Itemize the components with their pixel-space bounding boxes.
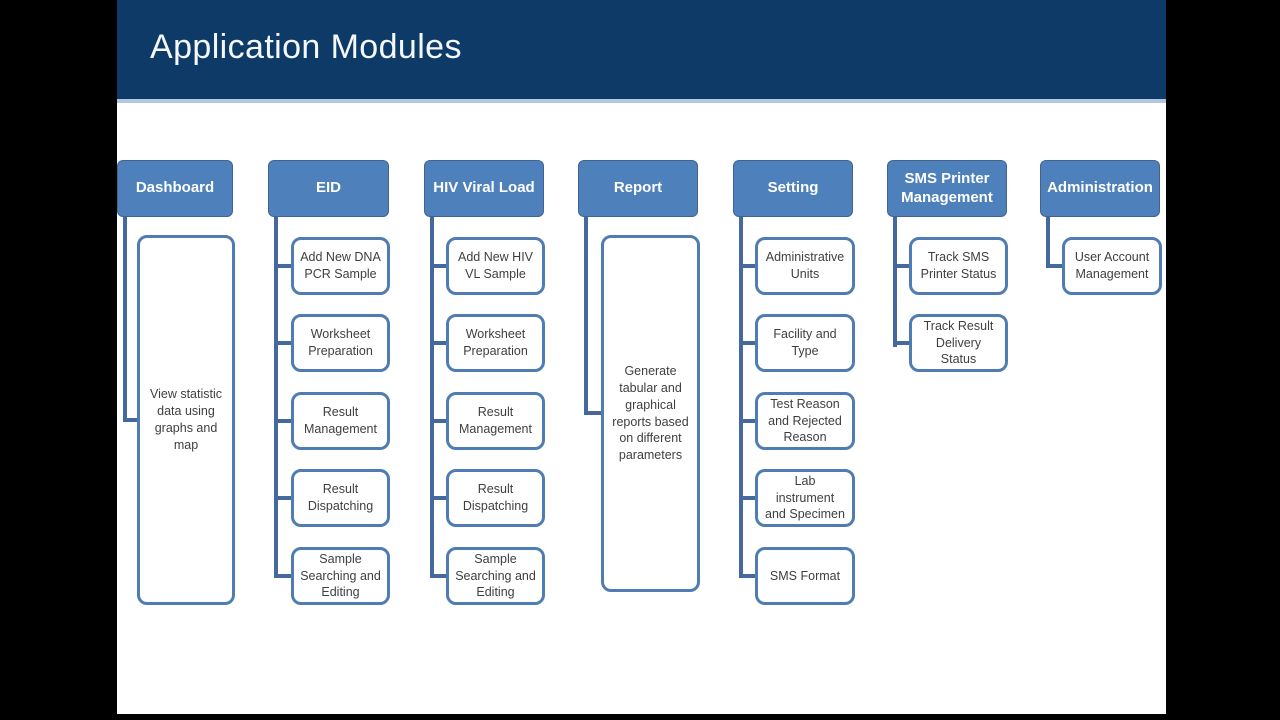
connector-line (274, 574, 294, 578)
connector-line (584, 217, 588, 415)
module-item: User Account Management (1062, 237, 1162, 295)
module-header-dashboard: Dashboard (117, 160, 233, 217)
module-item: Administrative Units (755, 237, 855, 295)
module-header-eid: EID (268, 160, 389, 217)
module-item: Result Dispatching (446, 469, 545, 527)
connector-line (739, 496, 758, 500)
banner-underline (117, 99, 1166, 103)
connector-line (274, 264, 294, 268)
module-header-report: Report (578, 160, 698, 217)
module-item: Sample Searching and Editing (446, 547, 545, 605)
module-item: Add New HIV VL Sample (446, 237, 545, 295)
page-title: Application Modules (150, 28, 462, 66)
connector-line (739, 264, 758, 268)
module-item: Result Management (446, 392, 545, 450)
module-item: Generate tabular and graphical reports b… (601, 235, 700, 592)
module-item: Facility and Type (755, 314, 855, 372)
module-item: Sample Searching and Editing (291, 547, 390, 605)
connector-line (739, 419, 758, 423)
connector-line (430, 264, 449, 268)
connector-line (274, 496, 294, 500)
connector-line (893, 341, 912, 345)
connector-line (739, 217, 743, 578)
module-item: Track Result Delivery Status (909, 314, 1008, 372)
connector-line (1046, 264, 1065, 268)
module-item: Result Dispatching (291, 469, 390, 527)
connector-line (893, 217, 897, 347)
module-header-administration: Administration (1040, 160, 1160, 217)
module-item: Add New DNA PCR Sample (291, 237, 390, 295)
title-banner: Application Modules (117, 0, 1166, 103)
module-item: Track SMS Printer Status (909, 237, 1008, 295)
connector-line (1046, 217, 1050, 268)
connector-line (430, 574, 449, 578)
connector-line (584, 411, 604, 415)
module-item: Worksheet Preparation (291, 314, 390, 372)
module-item: SMS Format (755, 547, 855, 605)
module-item: Test Reason and Rejected Reason (755, 392, 855, 450)
module-header-sms-printer-management: SMS Printer Management (887, 160, 1007, 217)
module-item: View statistic data using graphs and map (137, 235, 235, 605)
connector-line (274, 341, 294, 345)
connector-line (274, 217, 278, 578)
left-black-bar (0, 0, 117, 720)
module-item: Worksheet Preparation (446, 314, 545, 372)
module-item: Lab instrument and Specimen (755, 469, 855, 527)
module-header-hiv-viral-load: HIV Viral Load (424, 160, 544, 217)
connector-line (430, 496, 449, 500)
module-item: Result Management (291, 392, 390, 450)
connector-line (123, 418, 139, 422)
right-black-bar (1166, 0, 1280, 720)
connector-line (430, 217, 434, 578)
connector-line (430, 419, 449, 423)
connector-line (123, 217, 127, 422)
connector-line (739, 341, 758, 345)
connector-line (739, 574, 758, 578)
connector-line (430, 341, 449, 345)
bottom-black-bar (0, 714, 1280, 720)
connector-line (274, 419, 294, 423)
module-header-setting: Setting (733, 160, 853, 217)
connector-line (893, 264, 912, 268)
